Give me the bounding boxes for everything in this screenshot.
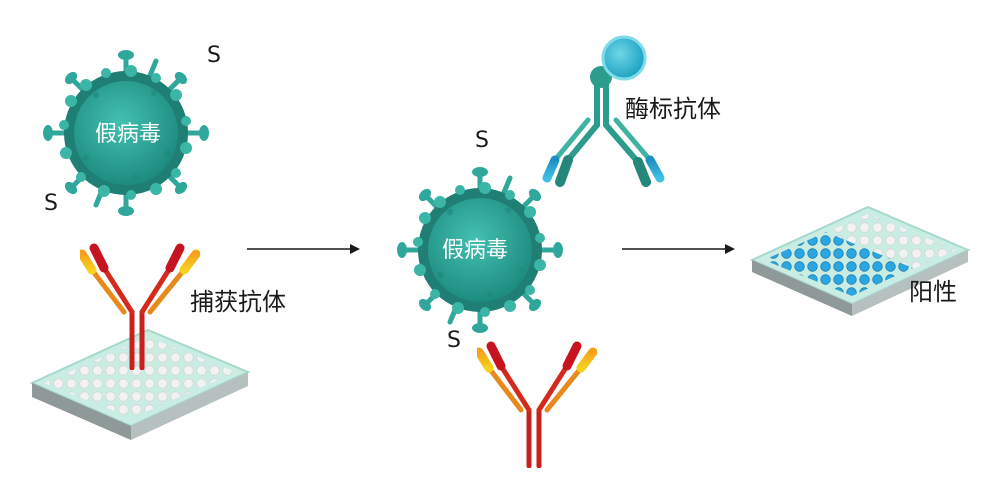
- microplate-icon: [749, 205, 971, 316]
- spike-label: S: [44, 191, 58, 216]
- virus-label: 假病毒: [442, 238, 509, 263]
- spike-label: S: [475, 128, 489, 153]
- arrow-right-icon: [622, 244, 735, 254]
- enzyme-antibody-label: 酶标抗体: [625, 95, 721, 123]
- capture-antibody-label: 捕获抗体: [190, 288, 286, 316]
- microplate-icon: [29, 328, 251, 440]
- spike-label: S: [207, 43, 221, 68]
- virus-label: 假病毒: [95, 122, 162, 147]
- spike-label: S: [447, 328, 461, 353]
- capture-antibody-icon: [479, 346, 593, 466]
- arrow-right-icon: [247, 244, 360, 254]
- result-label: 阳性: [909, 278, 957, 306]
- enzyme-labeled-antibody-icon: [542, 35, 665, 187]
